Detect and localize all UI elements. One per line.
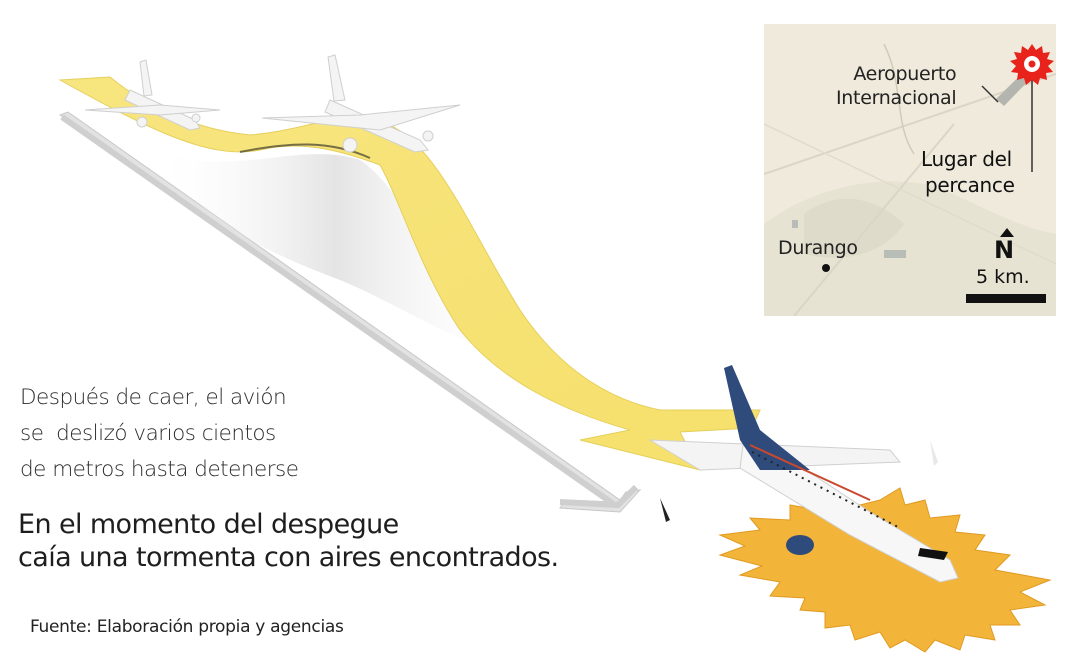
- north-label: N: [994, 236, 1015, 264]
- crash-site-label: Lugar del percance: [921, 147, 1015, 197]
- path-shadow: [150, 150, 520, 360]
- north-arrow-icon: [1000, 228, 1014, 237]
- aircraft-crashed: [649, 365, 959, 583]
- weather-caption-line: caía una tormenta con aires encontrados.: [18, 542, 559, 573]
- aircraft-takeoff-1: [84, 59, 221, 131]
- scale-label: 5 km.: [976, 266, 1030, 288]
- slide-caption-line: de metros hasta detenerse: [20, 457, 299, 482]
- slide-caption: Después de caer, el avión se deslizó var…: [20, 380, 299, 488]
- flight-path: [58, 76, 761, 471]
- scale-bar: [966, 294, 1046, 303]
- airport-label: Aeropuerto Internacional: [836, 63, 957, 109]
- aircraft-takeoff-2: [261, 54, 461, 153]
- weather-caption-line: En el momento del despegue: [18, 509, 399, 540]
- slide-caption-line: se deslizó varios cientos: [20, 421, 276, 446]
- crash-site-marker: [1010, 44, 1054, 85]
- impact-burst: [718, 487, 1052, 653]
- locator-map: Aeropuerto Internacional Lugar del perca…: [764, 24, 1056, 316]
- source-credit: Fuente: Elaboración propia y agencias: [30, 617, 344, 637]
- weather-caption: En el momento del despegue caía una torm…: [18, 508, 559, 574]
- ground-arrow: [58, 111, 642, 513]
- map-base: [764, 24, 1056, 316]
- city-label: Durango: [778, 237, 858, 259]
- city-dot: [822, 264, 830, 272]
- slide-caption-line: Después de caer, el avión: [20, 385, 287, 410]
